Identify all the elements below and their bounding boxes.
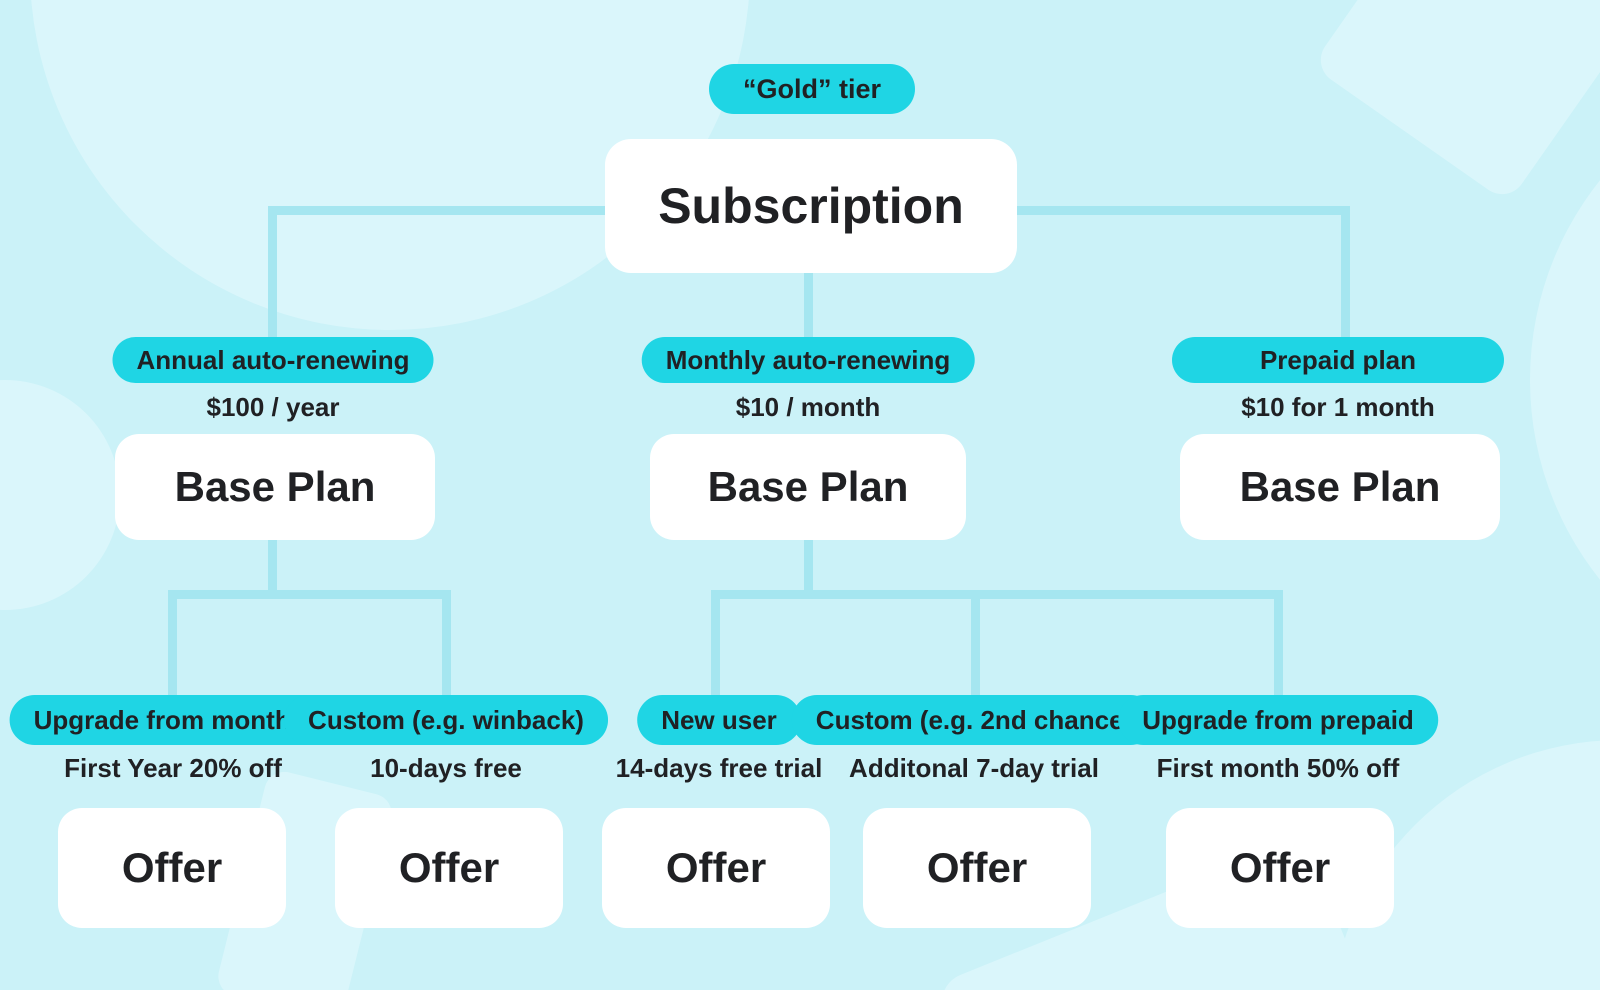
connector-line	[1016, 206, 1350, 215]
annual-plan-label: Annual auto-renewing	[136, 344, 410, 375]
prepaid-price-text: $10 for 1 month	[1241, 392, 1435, 422]
connector-line	[268, 206, 608, 215]
offer-label: Offer	[926, 844, 1028, 891]
offer-detail-text: 10-days free	[370, 753, 522, 783]
connector-line	[1274, 590, 1283, 697]
gold-tier-pill: “Gold” tier	[709, 64, 915, 114]
offer-label: Offer	[665, 844, 767, 891]
gold-tier-label: “Gold” tier	[742, 73, 881, 104]
base-plan-label: Base Plan	[1239, 463, 1441, 510]
decorative-square	[1311, 0, 1600, 204]
upgrade-from-prepaid-pill: Upgrade from prepaid	[1118, 695, 1438, 745]
prepaid-base-plan-node: Base Plan	[1180, 434, 1500, 540]
connector-line	[971, 590, 980, 697]
connector-line	[268, 538, 277, 595]
connector-line	[442, 590, 451, 697]
offer-detail-text: 14-days free trial	[615, 753, 823, 783]
monthly-price-text: $10 / month	[735, 392, 881, 422]
monthly-base-plan-node: Base Plan	[650, 434, 966, 540]
decorative-circle	[0, 380, 120, 610]
connector-line	[168, 590, 451, 599]
annual-plan-pill: Annual auto-renewing	[112, 337, 434, 383]
base-plan-label: Base Plan	[707, 463, 909, 510]
subscription-node: Subscription	[605, 139, 1017, 273]
connector-line	[268, 206, 277, 338]
offer-node: Offer	[335, 808, 563, 928]
annual-base-plan-node: Base Plan	[115, 434, 435, 540]
subscription-label: Subscription	[658, 178, 964, 234]
custom-2nd-chance-pill: Custom (e.g. 2nd chance)	[791, 695, 1157, 745]
connector-line	[711, 590, 1283, 599]
offer-tag-label: Custom (e.g. 2nd chance)	[815, 704, 1133, 735]
custom-winback-pill: Custom (e.g. winback)	[284, 695, 608, 745]
offer-node: Offer	[58, 808, 286, 928]
offer-detail-text: First Year 20% off	[64, 753, 282, 783]
offer-label: Offer	[398, 844, 500, 891]
connector-line	[168, 590, 177, 697]
upgrade-from-monthly-pill: Upgrade from monthly	[9, 695, 337, 745]
offer-label: Offer	[121, 844, 223, 891]
connector-line	[804, 538, 813, 595]
offer-node: Offer	[1166, 808, 1394, 928]
offer-detail-text: Additonal 7-day trial	[849, 753, 1099, 783]
monthly-plan-label: Monthly auto-renewing	[665, 344, 951, 375]
prepaid-plan-label: Prepaid plan	[1259, 344, 1417, 375]
offer-tag-label: Upgrade from monthly	[33, 704, 313, 735]
offer-detail-text: First month 50% off	[1156, 753, 1400, 783]
connector-line	[804, 268, 813, 338]
offer-node: Offer	[602, 808, 830, 928]
offer-node: Offer	[863, 808, 1091, 928]
offer-tag-label: Upgrade from prepaid	[1142, 704, 1414, 735]
new-user-pill: New user	[637, 695, 801, 745]
offer-tag-label: New user	[661, 704, 777, 735]
annual-price-text: $100 / year	[206, 392, 340, 422]
prepaid-plan-pill: Prepaid plan	[1172, 337, 1504, 383]
connector-line	[711, 590, 720, 697]
connector-line	[1341, 206, 1350, 338]
base-plan-label: Base Plan	[174, 463, 376, 510]
monthly-plan-pill: Monthly auto-renewing	[641, 337, 975, 383]
offer-tag-label: Custom (e.g. winback)	[308, 704, 584, 735]
offer-label: Offer	[1229, 844, 1331, 891]
